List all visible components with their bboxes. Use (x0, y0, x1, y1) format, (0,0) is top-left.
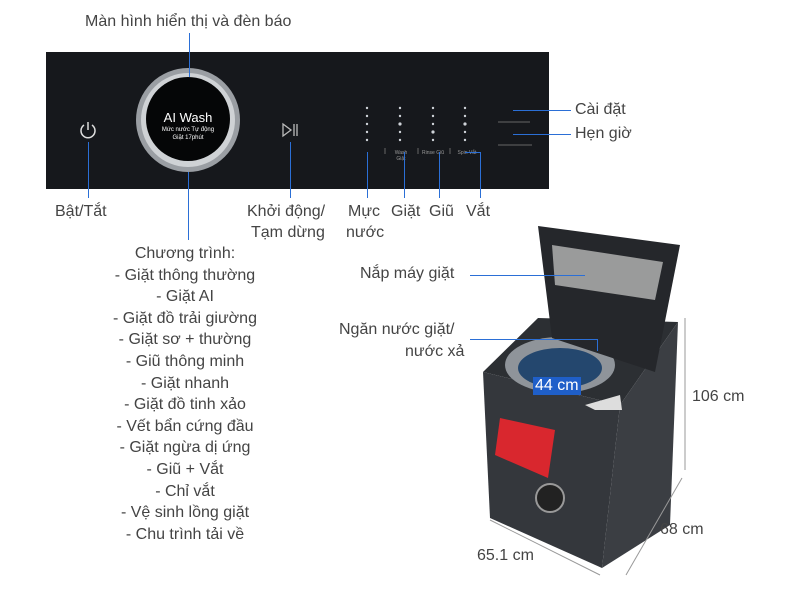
dimension-lines (489, 318, 686, 576)
callout-line (88, 142, 89, 198)
callout-line (465, 152, 480, 153)
screen-mode: AI Wash (163, 110, 213, 125)
front-banner (495, 418, 555, 478)
program-item: - Chỉ vắt (155, 482, 215, 500)
callout-line (470, 339, 598, 340)
label-power: Bật/Tắt (55, 203, 107, 220)
label-settings: Cài đặt (575, 101, 626, 118)
dimension-height: 106 cm (692, 388, 745, 405)
program-item: - Giặt ngừa dị ứng (119, 439, 251, 457)
callout-line (439, 152, 440, 198)
label-water-level-2: nước (346, 224, 385, 241)
callout-line (513, 134, 571, 135)
label-detergent-2: nước xả (405, 343, 465, 360)
label-lid: Nắp máy giặt (360, 265, 455, 282)
program-item: - Giặt đồ tinh xảo (124, 396, 246, 414)
program-item: - Giặt sơ + thường (118, 331, 252, 349)
washing-machine (483, 226, 680, 568)
panel-label-rinse: Rinse Giũ (422, 150, 444, 156)
panel-label-spin: Spin Vắt (457, 150, 477, 156)
dimension-inner: 44 cm (533, 377, 581, 395)
screen-line2: Giặt 17phút (172, 135, 204, 141)
power-icon[interactable] (80, 122, 96, 139)
panel-dividers (384, 121, 532, 154)
label-spin: Vắt (466, 203, 491, 220)
callout-line (404, 152, 405, 198)
dimension-width: 65.1 cm (477, 547, 534, 564)
program-list: Chương trình: - Giặt thông thường - Giặt… (90, 243, 280, 545)
program-item: - Giũ + Vắt (146, 460, 224, 478)
label-water-level-1: Mực (348, 203, 381, 220)
program-item: - Giặt nhanh (140, 374, 230, 392)
display-ring (136, 68, 240, 172)
label-start-pause-1: Khởi động/ (247, 203, 326, 220)
screen-line1: Mức nước Tự động (161, 127, 215, 133)
program-item: - Giặt AI (156, 288, 214, 306)
label-detergent-1: Ngăn nước giặt/ (339, 321, 455, 338)
control-panel (46, 52, 549, 189)
program-item: - Giặt thông thường (114, 266, 256, 284)
callout-line (367, 152, 368, 198)
callout-line (188, 172, 189, 240)
program-item: - Vết bẩn cứng đầu (116, 417, 254, 435)
callout-line (290, 142, 291, 198)
program-item: - Vệ sinh lồng giặt (120, 504, 250, 522)
callout-line (480, 152, 481, 198)
label-timer: Hẹn giờ (575, 125, 632, 142)
callout-line (189, 33, 190, 77)
program-title: Chương trình: (134, 245, 236, 262)
callout-line (470, 275, 585, 276)
label-wash: Giặt (391, 203, 421, 220)
panel-label-wash: Wash Giặt (394, 150, 408, 162)
dimension-depth: 68 cm (660, 521, 704, 538)
program-item: - Giặt đồ trải giường (113, 309, 257, 327)
play-pause-icon[interactable] (282, 122, 298, 138)
indicator-dots (365, 106, 467, 142)
label-display: Màn hình hiển thị và đèn báo (85, 13, 292, 30)
label-rinse: Giũ (429, 203, 454, 220)
callout-line (513, 110, 571, 111)
label-start-pause-2: Tạm dừng (251, 224, 325, 241)
program-item: - Chu trình tải về (125, 525, 245, 543)
callout-line (597, 339, 598, 351)
program-item: - Giũ thông minh (125, 352, 245, 370)
